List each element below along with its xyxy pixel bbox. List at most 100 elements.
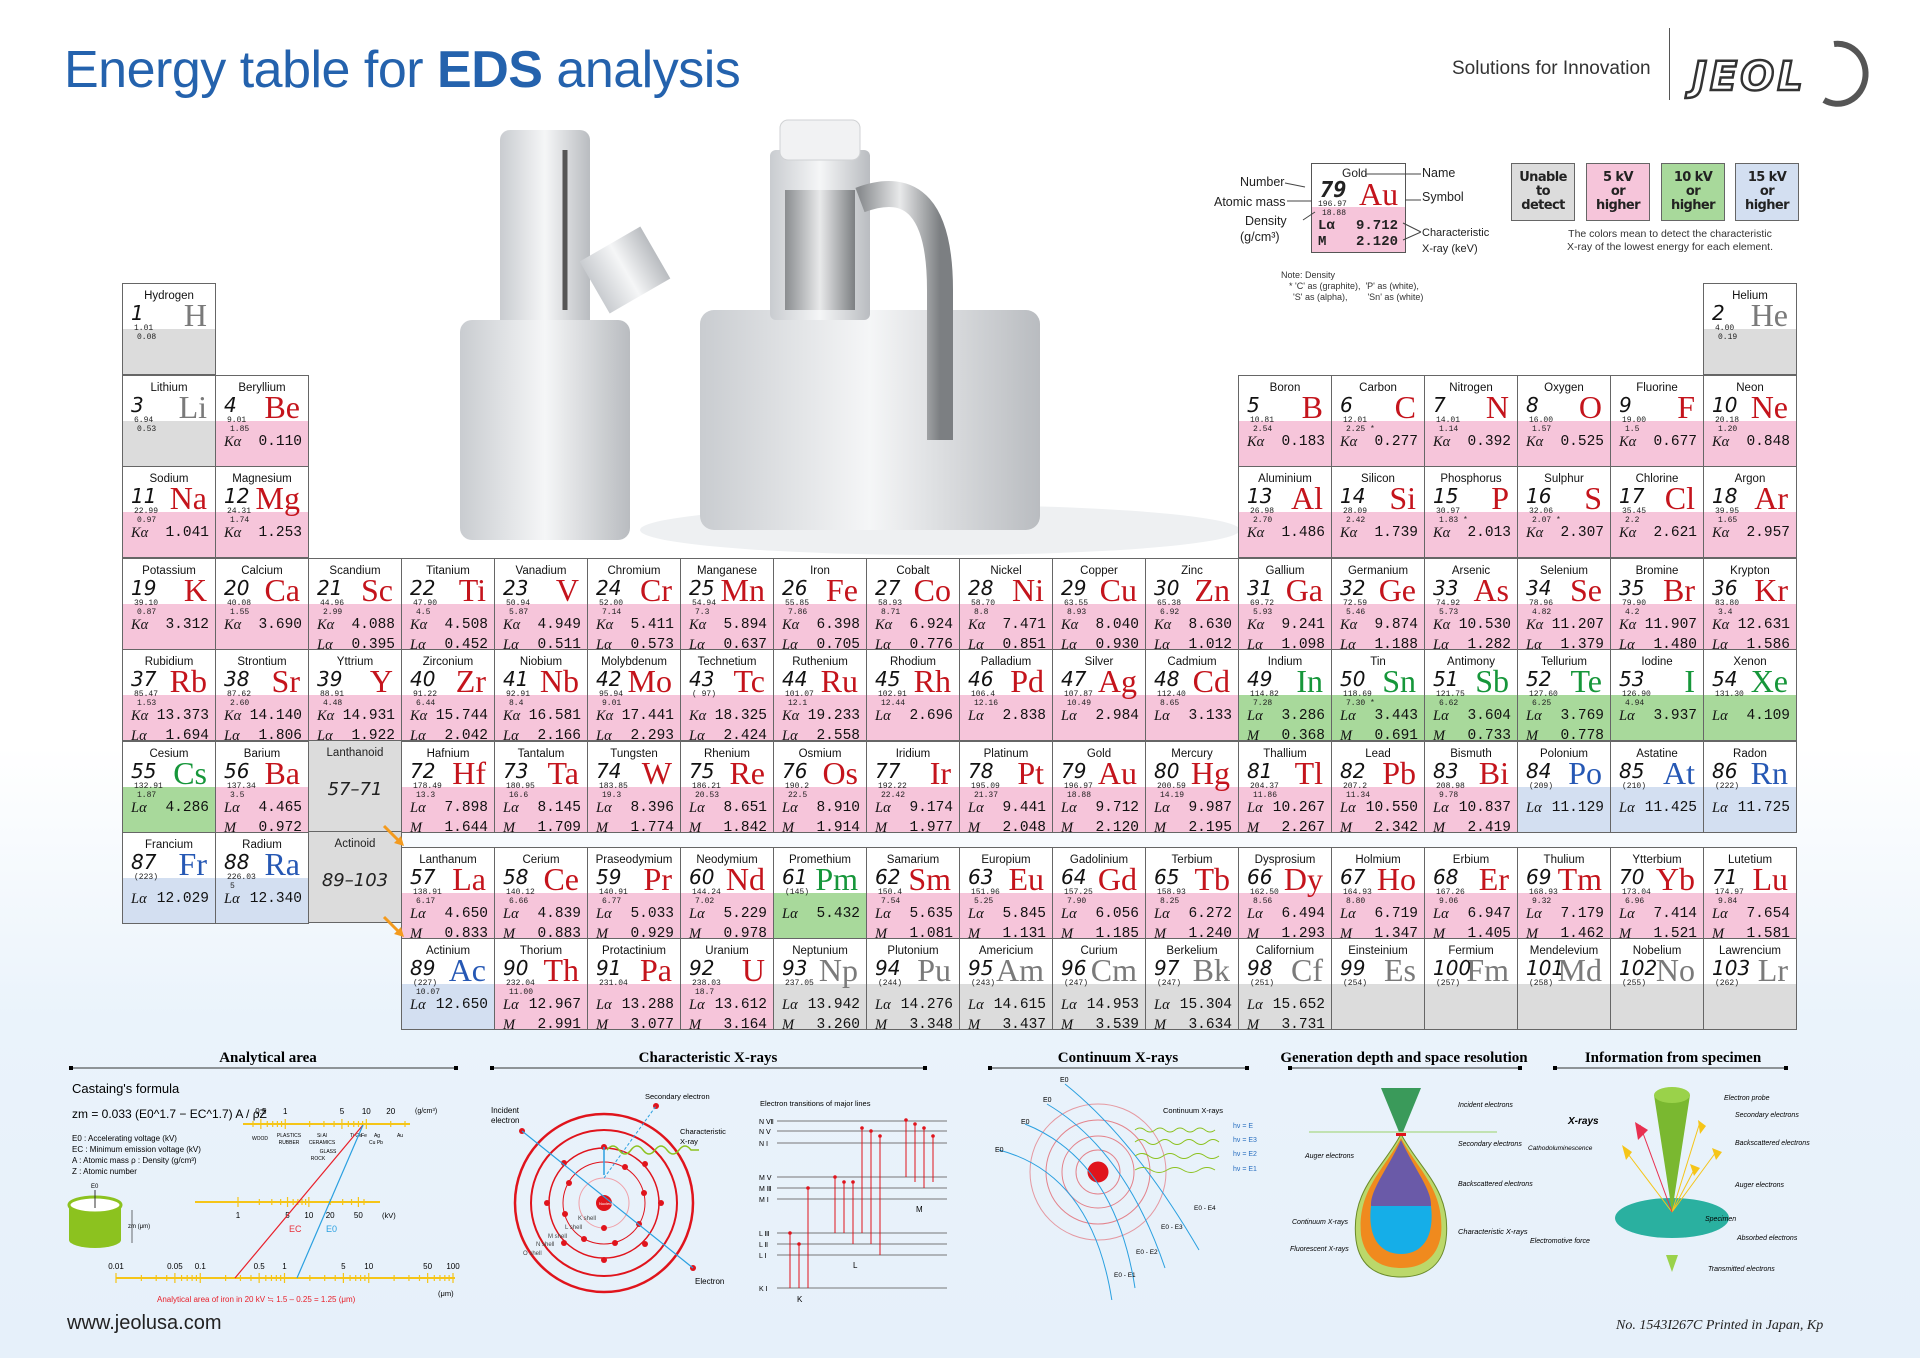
element-symbol: At	[1663, 754, 1695, 791]
line-energy: 4.949	[537, 616, 581, 633]
line-label: Lα	[968, 708, 984, 724]
element-name: Magnesium	[232, 473, 292, 485]
density: 6.25	[1532, 699, 1552, 708]
atomic-mass: 72.59	[1343, 598, 1368, 608]
element-name: Ruthenium	[792, 656, 848, 668]
detection-band	[216, 512, 308, 557]
density: 2.2	[1625, 516, 1640, 525]
line-label: Lα	[782, 997, 798, 1013]
title-text: Energy table for	[64, 41, 438, 99]
element-symbol: Lr	[1757, 952, 1788, 988]
atomic-mass: 140.12	[506, 888, 535, 897]
density: 8.56	[1253, 897, 1273, 906]
line-label: M	[596, 1017, 609, 1030]
detection-band	[1704, 786, 1796, 832]
atomic-mass: 232.04	[506, 979, 535, 988]
element-symbol: Hf	[452, 754, 486, 791]
element-symbol: Ni	[1012, 571, 1044, 608]
atomic-number: 44	[782, 667, 808, 691]
element-name: Erbium	[1452, 854, 1490, 866]
line-label: Lα	[782, 799, 798, 816]
detection-band	[867, 984, 959, 1029]
element-symbol: Fe	[826, 571, 858, 608]
line-label: M	[1340, 926, 1353, 939]
website-link[interactable]: www.jeolusa.com	[67, 1312, 222, 1334]
element-symbol: Sb	[1475, 663, 1509, 699]
element-name: Actinium	[425, 945, 471, 957]
line-label: M	[875, 1017, 888, 1030]
continuum-xrays-diagram: Continuum X-rays E0 E0 E0 E0 Continuum X…	[988, 1050, 1257, 1300]
density: 0.08	[137, 333, 157, 342]
atomic-mass: 95.94	[599, 690, 624, 699]
section-title: Characteristic X-rays	[639, 1050, 778, 1066]
element-symbol: Br	[1663, 571, 1695, 608]
scale-label: M Ⅰ	[759, 1197, 769, 1204]
specimen-label: Specimen	[1705, 1216, 1736, 1223]
atomic-mass: 28.09	[1343, 507, 1368, 516]
line-energy: 13.942	[807, 997, 860, 1013]
atomic-mass: 35.45	[1622, 507, 1647, 516]
detection-band	[1053, 984, 1145, 1029]
element-name: Lutetium	[1727, 854, 1773, 866]
line-label: Kα	[782, 708, 800, 724]
detection-band	[123, 786, 215, 832]
line-energy: 5.033	[630, 906, 674, 922]
atomic-mass: 207.2	[1343, 781, 1368, 791]
line-energy: 10.267	[1272, 799, 1325, 816]
atomic-number: 54	[1712, 667, 1738, 691]
line-label: M	[503, 1017, 516, 1030]
electron-dot	[797, 1242, 801, 1246]
element-symbol: Np	[818, 952, 858, 988]
electron-dot	[788, 1231, 792, 1235]
element-symbol: No	[1655, 952, 1695, 988]
line-label: Kα	[968, 616, 986, 633]
atomic-number: 93	[782, 956, 808, 980]
line-label: Lα	[503, 799, 519, 816]
shell-label: L shell	[565, 1225, 582, 1231]
element-symbol: Cl	[1664, 480, 1695, 516]
logo-text: JEOL	[1685, 54, 1806, 100]
detection-band	[1518, 603, 1610, 649]
element-name: Lead	[1365, 747, 1391, 760]
line-energy: 15.744	[435, 708, 488, 724]
line-energy: 1.694	[165, 728, 209, 741]
atomic-mass: 79.90	[1622, 598, 1647, 608]
element-name: Indium	[1267, 656, 1303, 668]
element-symbol: Pm	[815, 861, 858, 897]
scale-label: Ti Ge	[350, 1133, 362, 1139]
atomic-number: 26	[782, 575, 808, 600]
line-label: M	[1061, 1017, 1074, 1030]
atomic-mass: 10.81	[1250, 415, 1275, 425]
atomic-number: 68	[1433, 865, 1459, 889]
atomic-mass: 9.01	[227, 415, 247, 425]
line-energy: 2.838	[1002, 708, 1046, 724]
line-label: Kα	[1526, 616, 1544, 633]
scale-label: CERAMICS	[309, 1140, 336, 1146]
element-symbol: Es	[1384, 952, 1416, 988]
atomic-mass: 183.85	[599, 781, 628, 791]
line-energy: 0.705	[816, 636, 860, 650]
atomic-number: 87	[131, 850, 157, 874]
atomic-mass: 44.96	[320, 598, 345, 608]
atomic-mass: 22.99	[134, 507, 159, 516]
key-label-density: Density	[1245, 214, 1287, 228]
scale-label: 0.1	[195, 1262, 207, 1271]
detection-band	[402, 695, 494, 740]
detection-band	[123, 512, 215, 557]
element-symbol: C	[1394, 388, 1416, 425]
